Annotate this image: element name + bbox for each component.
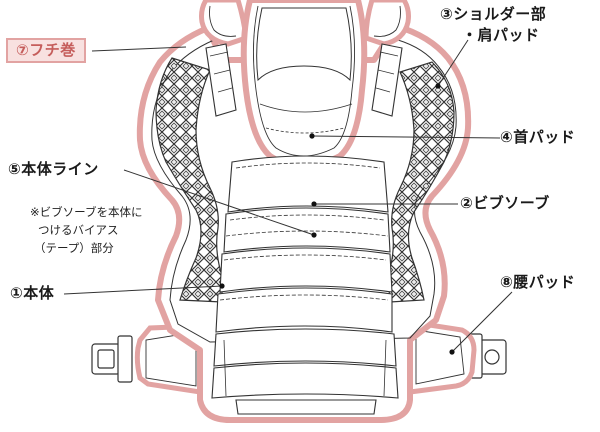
label-waist: ⑧腰パッド xyxy=(500,273,576,291)
right-shoulder-pad xyxy=(363,0,411,47)
label-body-line: ⑤本体ライン xyxy=(8,160,99,178)
label-fuchi: ⑦フチ巻 xyxy=(6,38,86,64)
note-line3: （テープ）部分 xyxy=(34,241,114,255)
right-shoulder-strap xyxy=(371,43,403,117)
left-shoulder-pad xyxy=(199,0,249,47)
note-line2: つけるバイアス xyxy=(38,223,119,237)
label-neck: ④首パッド xyxy=(500,128,576,146)
left-shoulder-strap xyxy=(205,43,237,117)
label-shoulder-line1: ③ショルダー部 xyxy=(440,5,547,23)
leader-fuchi xyxy=(91,46,187,52)
lower-body xyxy=(211,328,399,415)
right-buckle xyxy=(469,333,507,379)
bib-sorb xyxy=(215,155,393,333)
right-lattice xyxy=(387,61,455,303)
label-bib: ②ビブソーブ xyxy=(460,194,550,212)
leader-main-body xyxy=(63,285,223,295)
label-shoulder-line2: ・肩パッド xyxy=(462,26,540,44)
left-lattice xyxy=(155,57,223,303)
note-line1: ※ビブソーブを本体に xyxy=(30,205,143,219)
right-waist-pad xyxy=(407,319,477,395)
leader-body-line xyxy=(123,169,315,236)
leader-neck xyxy=(311,135,501,139)
label-main-body: ①本体 xyxy=(10,284,55,302)
leader-waist xyxy=(451,291,513,353)
left-buckle xyxy=(91,335,133,383)
bias-tape-lines xyxy=(219,162,389,301)
leader-shoulder xyxy=(437,39,469,87)
